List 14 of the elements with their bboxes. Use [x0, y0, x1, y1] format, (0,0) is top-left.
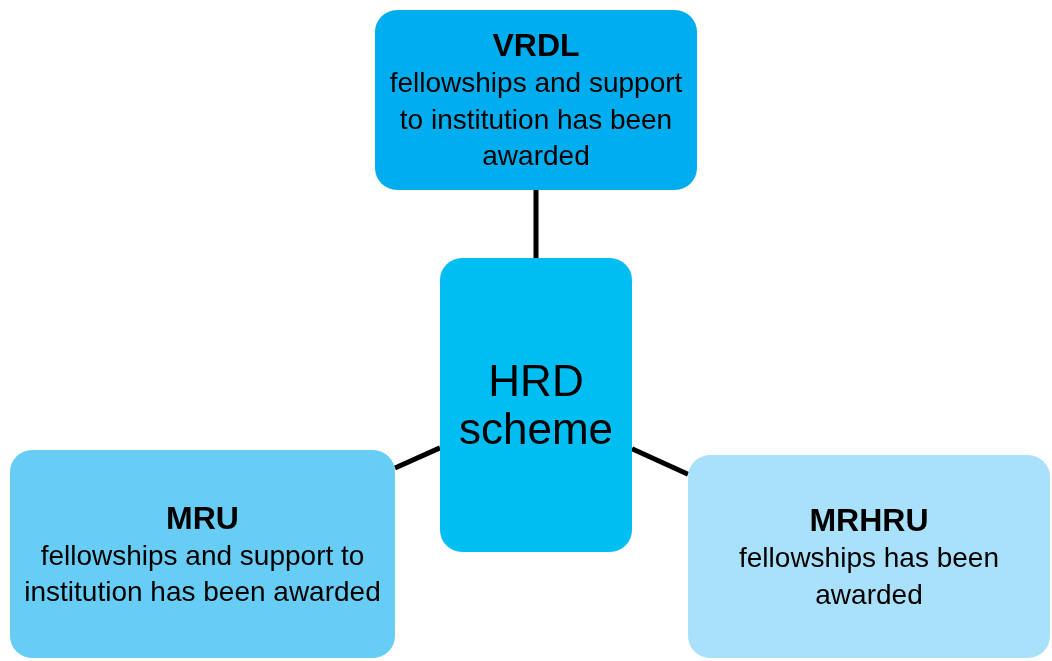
node-description: fellowships and support to institution has been awarded	[23, 538, 382, 609]
connector-line	[630, 446, 690, 477]
connector-line	[393, 445, 441, 471]
node-description: fellowships has been awarded	[738, 541, 1000, 612]
node-description: fellowships and support to institution has been awarded	[388, 66, 684, 174]
node-title: MRHRU	[809, 501, 929, 541]
rounded-box	[440, 258, 632, 552]
rounded-box	[688, 455, 1050, 658]
rounded-box	[10, 450, 395, 658]
connector-line	[533, 190, 539, 258]
node-title: HRD scheme	[457, 356, 615, 454]
node-title: MRU	[166, 498, 239, 538]
rounded-box	[375, 10, 697, 190]
node-title: VRDL	[492, 26, 580, 66]
